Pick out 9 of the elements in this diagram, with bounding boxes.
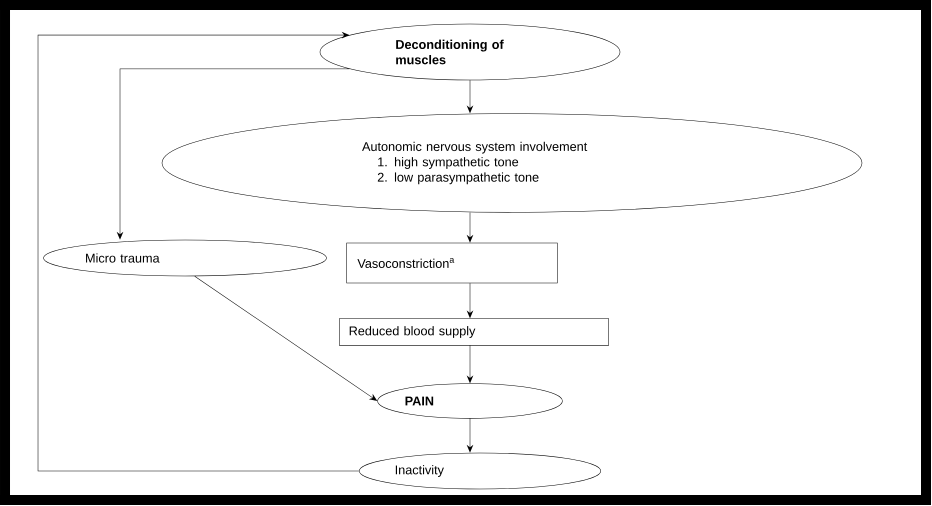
oval-node: Inactivity — [359, 452, 601, 490]
oval-node: Deconditioning of muscles — [320, 24, 620, 80]
oval-node: PAIN — [377, 383, 563, 419]
process-box: Reduced blood supply — [339, 318, 609, 346]
arrow — [194, 276, 378, 401]
oval-node: Autonomic nervous system involvement 1. high sympathetic tone 2. low parasympathetic tone — [162, 113, 862, 213]
arrow — [38, 32, 360, 472]
process-box: Vasoconstriction$^{a}$ — [346, 242, 558, 284]
oval-node: Micro trauma — [43, 240, 327, 276]
